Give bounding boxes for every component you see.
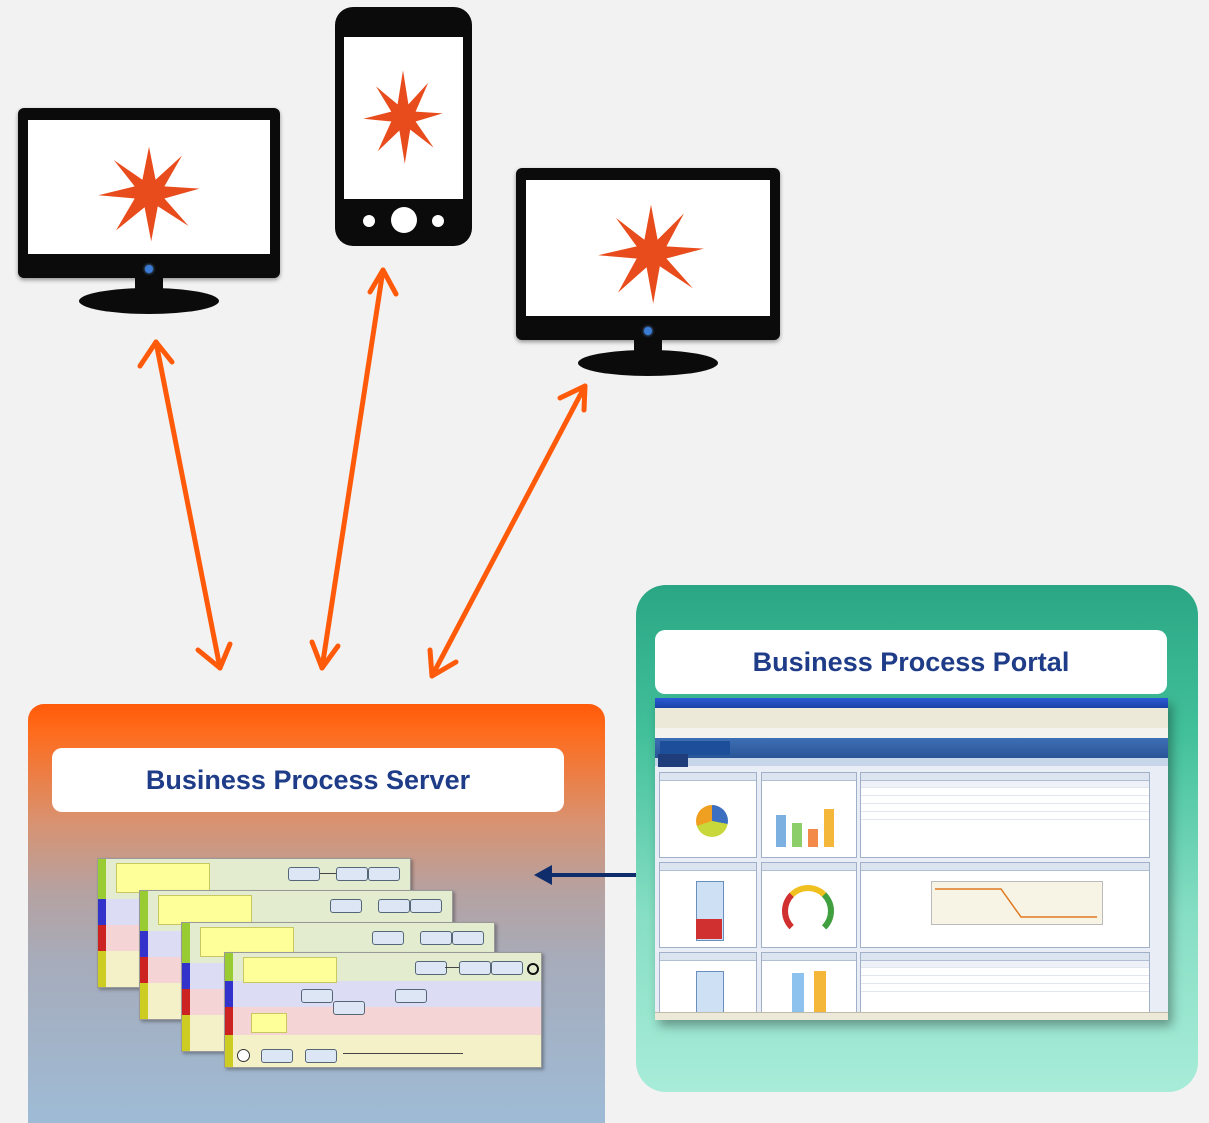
arrow-right-monitor [429,383,588,679]
arrow-left-monitor [153,339,223,671]
smartphone [335,7,472,246]
burst-logo-icon [598,204,704,304]
left-monitor [18,108,280,320]
burst-logo-icon [363,70,443,164]
right-monitor [516,168,780,380]
portal-title: Business Process Portal [655,630,1167,694]
process-diagram [224,952,542,1068]
server-title: Business Process Server [52,748,564,812]
arrow-phone [319,267,386,671]
portal-dashboard-screenshot [655,698,1168,1020]
burst-logo-icon [98,146,200,242]
